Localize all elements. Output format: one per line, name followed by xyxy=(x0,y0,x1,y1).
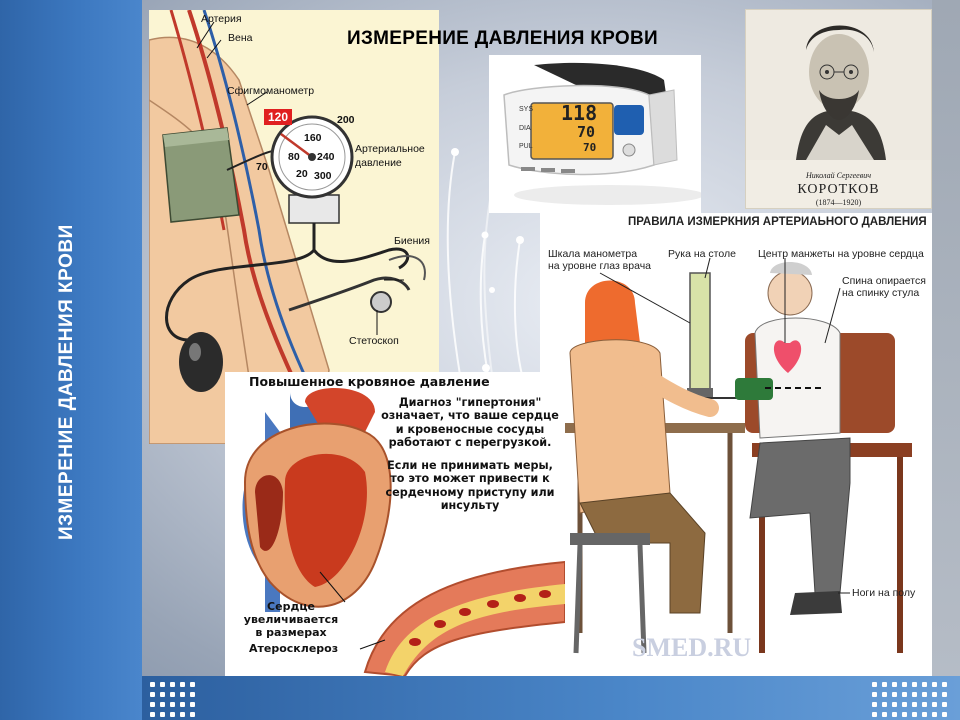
gauge-reading-badge: 120 xyxy=(264,109,293,125)
gauge-tick-label: 300 xyxy=(314,170,332,182)
heart-vessel-illustration xyxy=(242,388,565,676)
caption-heart-line3: в размерах xyxy=(255,626,327,639)
korotkov-portrait: Николай Сергеевич КОРОТКОВ (1874—1920) xyxy=(745,9,932,209)
label-vein: Вена xyxy=(228,32,253,44)
pressure-gauge xyxy=(270,115,354,199)
gauge-tick-label: 70 xyxy=(256,161,268,173)
rules-illustration xyxy=(565,257,912,654)
gauge-tick-label: 200 xyxy=(337,114,355,126)
dot-pattern-right xyxy=(872,682,947,717)
caption-heart-line1: Сердце xyxy=(267,600,315,613)
caption-atherosclerosis: Атеросклероз xyxy=(249,642,339,655)
portrait-signature: Николай Сергеевич xyxy=(805,171,872,180)
monitor-dia-value: 70 xyxy=(577,123,596,141)
right-edge-strip xyxy=(932,0,960,676)
hypertension-paragraph-1: Диагноз "гипертония" означает, что ваше … xyxy=(381,396,559,449)
monitor-dia-label: DIA xyxy=(519,125,531,132)
rules-watermark: SMED.RU xyxy=(632,633,752,662)
vertical-slide-title: ИЗМЕРЕНИЕ ДАВЛЕНИЯ КРОВИ xyxy=(56,224,77,540)
label-artery: Артерия xyxy=(201,13,242,25)
label-arterial-pressure-line1: Артериальное xyxy=(355,143,425,155)
bp-monitor-illustration xyxy=(503,62,701,205)
label-beats: Биения xyxy=(394,235,430,247)
dot-pattern-left xyxy=(150,682,195,717)
hypertension-description: Диагноз "гипертония" означает, что ваше … xyxy=(380,396,560,512)
rules-label-back-line1: Спина опирается xyxy=(842,275,926,287)
rules-label-arm-table: Рука на столе xyxy=(668,248,736,260)
portrait-years: (1874—1920) xyxy=(815,198,862,207)
label-arterial-pressure-line2: давление xyxy=(355,157,402,169)
rules-title: ПРАВИЛА ИЗМЕРКНИЯ АРТЕРИАЬНОГО ДАВЛЕНИЯ xyxy=(628,216,927,228)
decorative-light-curves xyxy=(446,148,524,376)
hypertension-diagram: Повышенное кровяное давление Диагноз "ги… xyxy=(225,372,565,676)
left-sidebar-strip xyxy=(0,0,142,720)
rules-label-scale-line1: Шкала манометра xyxy=(548,248,638,260)
slide-main-title: ИЗМЕРЕНИЕ ДАВЛЕНИЯ КРОВИ xyxy=(347,28,658,49)
monitor-pulse-label: PUL xyxy=(519,143,533,150)
portrait-illustration xyxy=(746,10,931,160)
rules-label-back-line2: на спинку стула xyxy=(842,287,920,299)
bottom-strip xyxy=(142,676,960,720)
rules-label-feet-floor: Ноги на полу xyxy=(852,587,916,599)
rules-label-cuff-heart: Центр манжеты на уровне сердца xyxy=(758,248,924,260)
gauge-tick-label: 240 xyxy=(317,151,335,163)
rules-label-scale-line2: на уровне глаз врача xyxy=(548,260,652,272)
label-sphygmomanometer: Сфигмоманометр xyxy=(227,85,315,97)
monitor-sys-value: 118 xyxy=(561,101,598,125)
hypertension-title: Повышенное кровяное давление xyxy=(249,374,490,389)
gauge-tick-label: 160 xyxy=(304,132,322,144)
arm-illustration xyxy=(149,10,426,444)
arm-sphygmomanometer-diagram: 120 70 80 160 200 240 20 300 Артерия Вен… xyxy=(149,10,439,444)
measurement-rules-diagram: ПРАВИЛА ИЗМЕРКНИЯ АРТЕРИАЬНОГО ДАВЛЕНИЯ xyxy=(540,213,932,676)
monitor-pulse-value: 70 xyxy=(583,141,597,154)
gauge-tick-label: 80 xyxy=(288,151,300,163)
hypertension-paragraph-2: Если не принимать меры, то это может при… xyxy=(385,459,555,513)
digital-bp-monitor-photo: SYS DIA PUL 118 70 70 xyxy=(489,55,701,213)
caption-heart-line2: увеличивается xyxy=(243,613,339,626)
gauge-tick-label: 20 xyxy=(296,168,308,180)
monitor-sys-label: SYS xyxy=(519,106,534,113)
portrait-surname: КОРОТКОВ xyxy=(797,182,880,197)
label-stethoscope: Стетоскоп xyxy=(349,335,399,347)
